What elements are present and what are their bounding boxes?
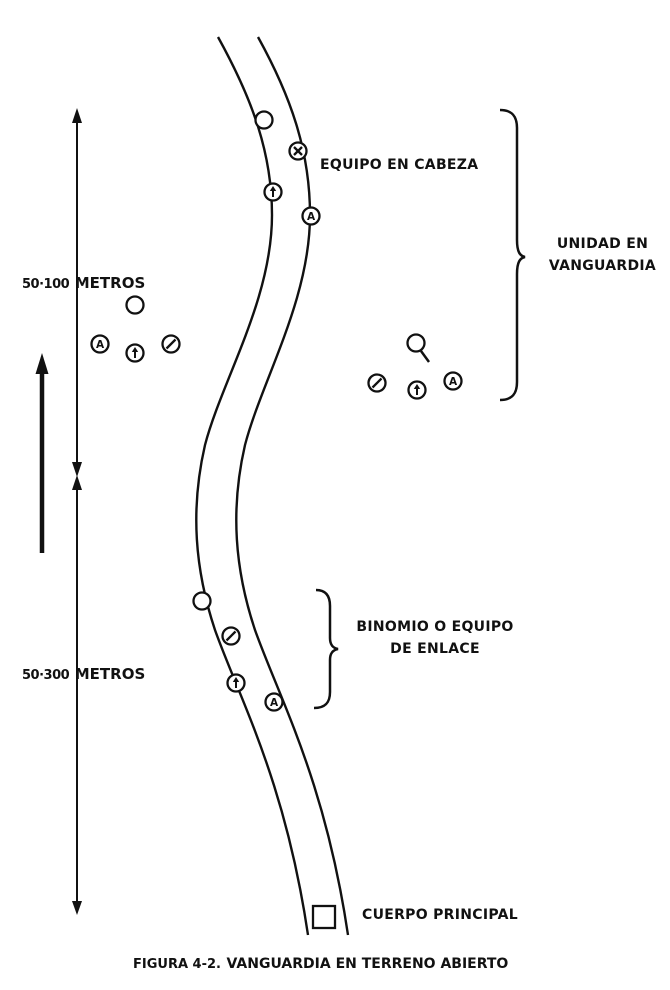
lower-distance-value: 50·300 <box>22 668 70 683</box>
vanguard-unit-label-line1: UNIDAD EN <box>556 236 649 252</box>
slash-circle-icon <box>221 626 241 646</box>
leader-circle-icon <box>406 333 431 363</box>
arrow-circle-icon <box>226 673 246 693</box>
vanguard-unit-bracket <box>499 108 526 402</box>
lower-distance-unit: METROS <box>74 665 146 683</box>
vanguard-unit-label-line2: VANGUARDIA <box>548 257 657 274</box>
upper-distance-unit: METROS <box>74 274 146 292</box>
liaison-team-label-line1: BINOMIO O EQUIPO <box>356 619 514 635</box>
figure-caption: FIGURA 4-2. VANGUARDIA EN TERRENO ABIERT… <box>133 955 508 971</box>
liaison-team-label: BINOMIO O EQUIPO DE ENLACE <box>350 617 520 660</box>
arrow-circle-icon <box>125 343 145 363</box>
figure-title: VANGUARDIA EN TERRENO ABIERTO <box>226 956 509 972</box>
upper-distance-arrow <box>72 108 82 477</box>
crossed-circle-icon <box>288 141 308 161</box>
road-left-edge <box>195 36 310 936</box>
liaison-team-bracket <box>313 588 339 710</box>
letter-a-circle-icon <box>301 206 321 226</box>
main-body-label: CUERPO PRINCIPAL <box>362 907 519 923</box>
lead-team-label: EQUIPO EN CABEZA <box>320 157 479 173</box>
vanguard-unit-label: UNIDAD EN VANGUARDIA <box>545 234 660 277</box>
road-right-edge <box>235 36 350 936</box>
slash-circle-icon <box>367 373 387 393</box>
upper-distance-label: 50·100 METROS <box>22 274 146 292</box>
lower-distance-label: 50·300 METROS <box>22 665 146 683</box>
direction-arrow <box>35 353 49 553</box>
slash-circle-icon <box>161 334 181 354</box>
circle-icon <box>125 295 145 315</box>
letter-a-circle-icon <box>264 692 284 712</box>
circle-icon <box>192 591 212 611</box>
arrow-circle-icon <box>407 380 427 400</box>
arrow-circle-icon <box>263 182 283 202</box>
square-icon <box>311 904 337 930</box>
letter-a-circle-icon <box>90 334 110 354</box>
liaison-team-label-line2: DE ENLACE <box>390 640 480 657</box>
letter-a-circle-icon <box>443 371 463 391</box>
circle-icon <box>254 110 274 130</box>
figure-number: FIGURA 4-2. <box>133 957 221 972</box>
lower-distance-arrow <box>72 475 82 915</box>
upper-distance-value: 50·100 <box>22 277 70 292</box>
